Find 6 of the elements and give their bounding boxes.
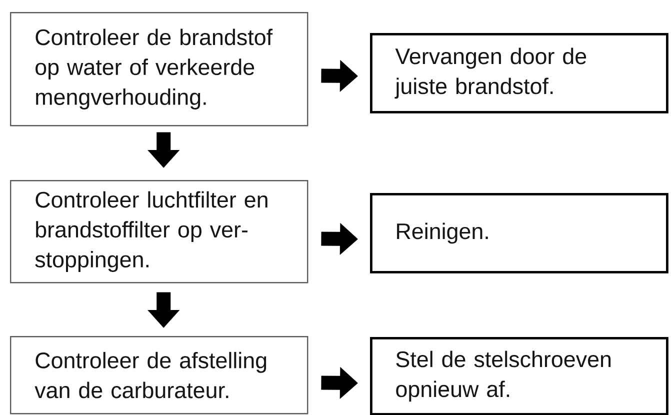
action-box: Stel de stelschroeven opnieuw af. <box>370 337 668 415</box>
step-box: Controleer de afstelling van de carburateur. <box>10 336 308 414</box>
action-box: Vervangen door de juiste brandstof. <box>370 33 668 114</box>
step-box: Controleer luchtfilter en brandstoffilter op ver- stoppingen. <box>10 180 308 284</box>
step-box: Controleer de brandstof op water of verkeerde mengverhouding. <box>10 12 308 126</box>
action-box: Reinigen. <box>370 193 668 274</box>
